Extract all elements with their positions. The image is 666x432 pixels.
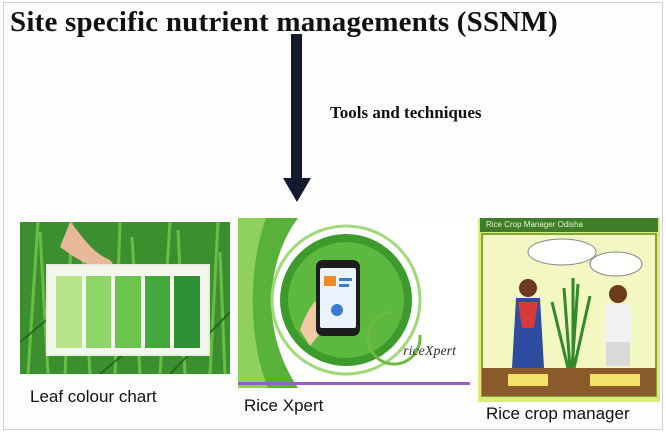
rice-plant-icon <box>550 278 592 369</box>
speech-bubble-icon <box>527 238 597 266</box>
rice-xpert-logo: riceXpert <box>403 344 456 359</box>
colour-swatch-2 <box>85 276 112 348</box>
colour-swatch-5 <box>174 276 200 348</box>
leaf-colour-chart-image <box>20 222 230 374</box>
farmer-woman-figure <box>512 279 544 368</box>
rice-xpert-caption: Rice Xpert <box>244 396 324 415</box>
rice-xpert-graphic <box>238 218 470 388</box>
down-arrow-icon <box>283 178 311 202</box>
farmer-man-figure <box>604 285 632 366</box>
leaf-colour-chart-card <box>46 264 210 356</box>
rice-xpert-image: riceXpert <box>238 218 470 388</box>
leaf-colour-chart-caption: Leaf colour chart <box>30 387 157 406</box>
rice-crop-manager-caption: Rice crop manager <box>486 404 630 423</box>
down-arrow-shaft <box>291 34 302 184</box>
speech-bubble-icon <box>589 251 643 277</box>
hand-icon <box>60 222 120 274</box>
rice-crop-manager-illustration <box>478 218 660 402</box>
rice-crop-manager-titlebar: Rice Crop Manager Odisha <box>480 218 658 232</box>
colour-swatch-3 <box>115 276 141 348</box>
tools-subtitle: Tools and techniques <box>330 103 482 122</box>
slide-title: Site specific nutrient managements (SSNM… <box>10 6 558 38</box>
colour-swatch-4 <box>144 276 171 348</box>
rice-crop-manager-image: Rice Crop Manager Odisha <box>478 218 660 402</box>
colour-swatch-1 <box>56 276 82 348</box>
